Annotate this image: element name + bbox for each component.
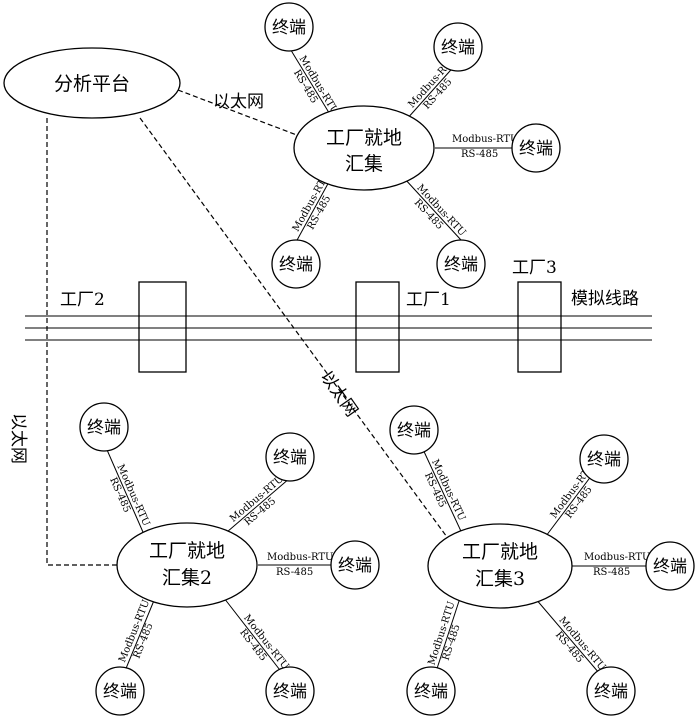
terminal-node: 终端 bbox=[265, 432, 315, 482]
hub2-node bbox=[116, 522, 258, 608]
factory-label-2: 工厂2 bbox=[60, 290, 105, 310]
terminal-label: 终端 bbox=[519, 139, 553, 159]
ethernet-links bbox=[46, 89, 456, 566]
terminal-node: 终端 bbox=[271, 239, 321, 289]
terminal-label: 终端 bbox=[273, 682, 307, 702]
terminal-label: 终端 bbox=[587, 450, 621, 470]
hub2-label-line1: 工厂就地 bbox=[149, 540, 225, 562]
terminal-label: 终端 bbox=[273, 448, 307, 468]
terminal-node: 终端 bbox=[264, 2, 314, 52]
analog-line-bus bbox=[25, 315, 652, 341]
hub1-label-line2: 汇集 bbox=[345, 153, 383, 175]
factory-label-3: 工厂3 bbox=[512, 258, 557, 278]
factory-box-2 bbox=[138, 281, 187, 373]
link-interface: RS-485 bbox=[593, 567, 630, 578]
hub1-label-line1: 工厂就地 bbox=[326, 127, 402, 149]
ethernet-label-top: 以太网 bbox=[213, 92, 264, 112]
hub3-label-line1: 工厂就地 bbox=[462, 541, 538, 563]
terminal-label: 终端 bbox=[444, 255, 478, 275]
terminal-node: 终端 bbox=[330, 540, 380, 590]
terminal-label: 终端 bbox=[338, 556, 372, 576]
terminal-node: 终端 bbox=[265, 666, 315, 716]
link-protocol: Modbus-RTU bbox=[452, 134, 518, 145]
hub1-node bbox=[293, 105, 435, 191]
factory-box-3 bbox=[517, 281, 562, 373]
terminal-label: 终端 bbox=[397, 421, 431, 441]
link-protocol: Modbus-RTU bbox=[267, 552, 333, 563]
terminal-node: 终端 bbox=[436, 239, 486, 289]
link-interface: RS-485 bbox=[461, 149, 498, 160]
terminal-node: 终端 bbox=[433, 22, 483, 72]
terminal-node: 终端 bbox=[579, 434, 629, 484]
terminal-node: 终端 bbox=[406, 666, 456, 716]
terminal-label: 终端 bbox=[103, 682, 137, 702]
link-protocol: Modbus-RTU bbox=[584, 552, 650, 563]
terminal-node: 终端 bbox=[79, 402, 129, 452]
analysis-platform-node bbox=[3, 47, 181, 119]
hub3-node bbox=[427, 523, 573, 609]
terminal-label: 终端 bbox=[653, 557, 687, 577]
hub2-label-line2: 汇集2 bbox=[162, 567, 212, 589]
ethernet-label-middle: 以太网 bbox=[316, 367, 362, 420]
terminal-node: 终端 bbox=[511, 123, 561, 173]
terminal-label: 终端 bbox=[279, 255, 313, 275]
terminal-node: 终端 bbox=[645, 541, 695, 591]
terminal-node: 终端 bbox=[389, 405, 439, 455]
factory-label-1: 工厂1 bbox=[406, 290, 451, 310]
terminal-label: 终端 bbox=[87, 418, 121, 438]
hub3-label-line2: 汇集3 bbox=[475, 568, 525, 590]
terminal-node: 终端 bbox=[586, 666, 636, 716]
terminal-label: 终端 bbox=[272, 18, 306, 38]
link-interface: RS-485 bbox=[276, 567, 313, 578]
ethernet-label-left: 以太网 bbox=[8, 413, 28, 464]
terminal-label: 终端 bbox=[594, 682, 628, 702]
ethernet-link-platform-hub3 bbox=[139, 117, 456, 549]
factory-box-1 bbox=[355, 281, 400, 373]
analog-line-label: 模拟线路 bbox=[571, 289, 639, 309]
analysis-platform-label: 分析平台 bbox=[54, 73, 130, 95]
terminal-label: 终端 bbox=[441, 38, 475, 58]
terminal-label: 终端 bbox=[414, 682, 448, 702]
terminal-node: 终端 bbox=[95, 666, 145, 716]
ethernet-link-platform-hub2 bbox=[46, 118, 120, 566]
